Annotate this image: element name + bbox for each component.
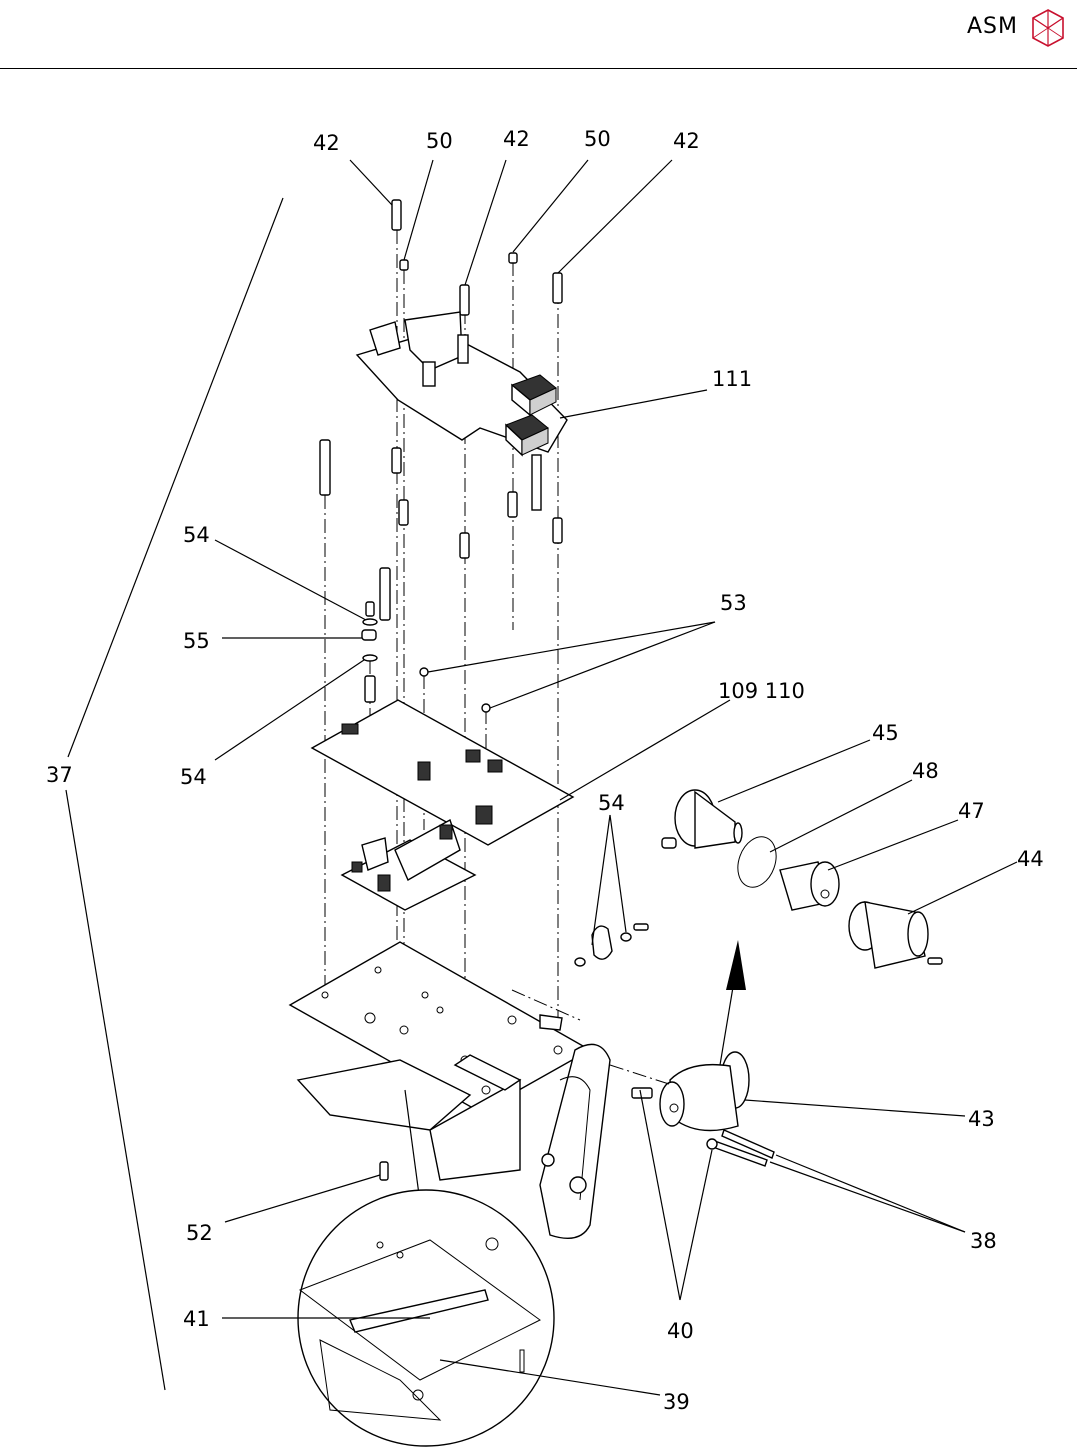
motor-cap-44 (849, 902, 942, 968)
upper-board-111 (357, 312, 567, 510)
screw-stack-54-55 (362, 602, 377, 702)
callout-54-lower: 54 (180, 765, 207, 789)
screw-50-left (400, 260, 408, 270)
motor-43 (632, 1052, 749, 1131)
standoff-42-middle (460, 285, 469, 315)
callout-42-right: 42 (673, 129, 700, 153)
callout-39: 39 (663, 1390, 690, 1414)
callout-52: 52 (186, 1221, 213, 1245)
callout-44: 44 (1017, 847, 1044, 871)
callout-111: 111 (712, 367, 752, 391)
screw-52 (380, 1162, 388, 1180)
long-spacer-centre (380, 568, 390, 620)
callout-47: 47 (958, 799, 985, 823)
callout-45: 45 (872, 721, 899, 745)
fasteners-53 (420, 668, 490, 712)
callout-50-right: 50 (584, 127, 611, 151)
callout-labels: 42 50 42 50 42 111 54 55 53 109 110 45 3… (46, 127, 1044, 1414)
spacer-397-upper (392, 448, 401, 473)
middle-pcb-109-110 (312, 700, 573, 845)
callout-38: 38 (970, 1229, 997, 1253)
callout-54-upper: 54 (183, 523, 210, 547)
standoff-42-left (392, 200, 401, 230)
leader-lines (215, 160, 1017, 1395)
spacer-465 (460, 533, 469, 558)
assembly-arrow-motor (720, 940, 746, 1065)
callout-42-middle: 42 (503, 127, 530, 151)
assembly-bracket (66, 198, 283, 1390)
screws-38 (707, 1130, 774, 1166)
callout-43: 43 (968, 1107, 995, 1131)
callout-41: 41 (183, 1307, 210, 1331)
callout-48: 48 (912, 759, 939, 783)
callout-37: 37 (46, 763, 73, 787)
callout-109-110: 109 110 (718, 679, 805, 703)
standoff-42-right (553, 273, 562, 303)
motor-flange-45 (662, 790, 742, 848)
callout-40: 40 (667, 1319, 694, 1343)
bracket-with-washers-54 (575, 924, 648, 966)
long-spacer-left (320, 440, 330, 495)
lower-pcb (342, 820, 475, 910)
callout-54-right: 54 (598, 791, 625, 815)
callout-55: 55 (183, 629, 210, 653)
callout-50-left: 50 (426, 129, 453, 153)
spacer-513 (508, 492, 517, 517)
spacer-558 (553, 518, 562, 543)
spacer-404 (399, 500, 408, 525)
motor-mount-lines (610, 1065, 672, 1085)
callout-42-left: 42 (313, 131, 340, 155)
callout-53: 53 (720, 591, 747, 615)
screw-50-right (509, 253, 517, 263)
